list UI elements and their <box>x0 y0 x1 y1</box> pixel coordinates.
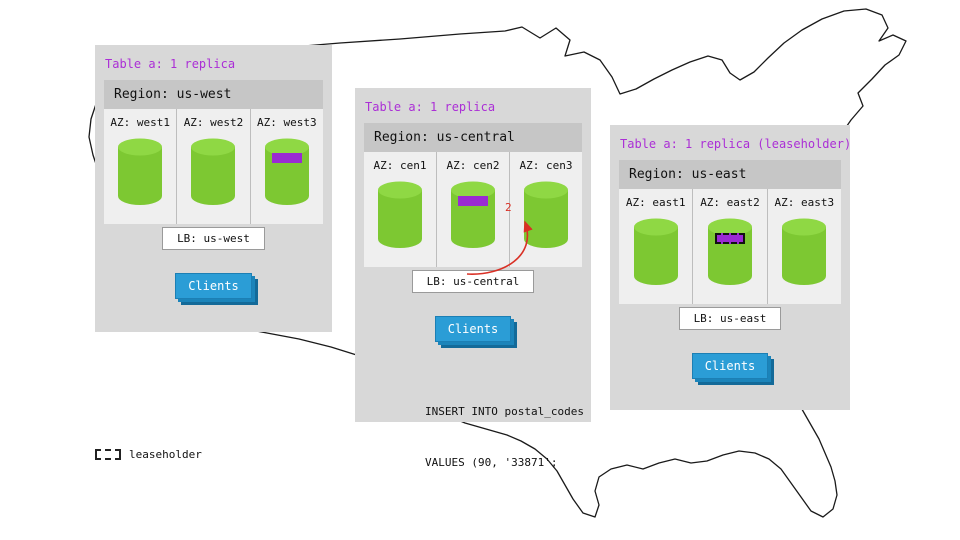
leaseholder-swatch-icon <box>95 449 121 460</box>
region-title: Region: us-west <box>104 80 323 109</box>
az-column: AZ: east2 <box>693 189 768 304</box>
az-column: AZ: east3 <box>768 189 841 304</box>
clients-button: Clients <box>175 273 252 299</box>
db-cylinder-icon <box>707 218 752 285</box>
db-cylinder-icon <box>524 181 568 248</box>
insert-arrow: 2 <box>466 201 533 275</box>
db-cylinder-icon <box>782 218 827 285</box>
az-column: AZ: west3 <box>251 109 323 224</box>
load-balancer-box: LB: us-central <box>411 270 535 293</box>
db-cylinder <box>633 218 679 286</box>
db-cylinder <box>117 138 163 206</box>
region-panel-us-east: Table a: 1 replica (leaseholder) Region:… <box>610 125 852 410</box>
lb-row: LB: us-east <box>610 307 850 330</box>
db-cylinder-icon <box>633 218 678 285</box>
table-replica-label: Table a: 1 replica (leaseholder) <box>620 137 852 151</box>
legend-label: leaseholder <box>129 448 202 461</box>
region-box: Region: us-west AZ: west1 AZ: west2 <box>104 80 323 224</box>
az-label: AZ: west2 <box>183 116 244 129</box>
lb-row: LB: us-central <box>355 270 591 293</box>
db-cylinder <box>190 138 236 206</box>
db-cylinder <box>450 181 496 249</box>
db-cylinder-icon <box>264 138 309 205</box>
sql-line: VALUES (90, '33871'; <box>425 456 558 470</box>
db-cylinder-icon <box>191 138 236 205</box>
sql-statement: INSERT INTO postal_codes VALUES (90, '33… <box>425 369 591 505</box>
clients-row: Clients <box>355 316 591 342</box>
lb-row: LB: us-west <box>95 227 332 250</box>
region-title: Region: us-central <box>364 123 582 152</box>
az-column: AZ: cen1 <box>364 152 437 267</box>
clients-button: Clients <box>691 353 769 379</box>
region-panel-us-central: Table a: 1 replica Region: us-central AZ… <box>355 88 591 469</box>
legend: leaseholder <box>95 448 202 461</box>
az-label: AZ: east3 <box>774 196 835 209</box>
region-panel-us-west: Table a: 1 replica Region: us-west AZ: w… <box>95 45 332 332</box>
leaseholder-range <box>714 233 745 244</box>
load-balancer-box: LB: us-west <box>162 227 265 250</box>
az-column: AZ: west2 <box>177 109 251 224</box>
table-replica-label: Table a: 1 replica <box>105 57 236 71</box>
az-column: AZ: cen2 <box>437 152 510 267</box>
clients-button: Clients <box>434 316 512 342</box>
az-label: AZ: east2 <box>700 196 760 209</box>
db-cylinder <box>264 138 310 206</box>
az-row: AZ: cen1 AZ: cen2 <box>364 152 582 267</box>
table-replica-label: Table a: 1 replica <box>365 100 496 114</box>
db-cylinder <box>707 218 753 286</box>
az-label: AZ: west1 <box>110 116 170 129</box>
clients-row: Clients <box>610 353 850 379</box>
az-row: AZ: east1 AZ: east2 <box>619 189 841 304</box>
db-cylinder <box>523 181 569 249</box>
az-column: AZ: cen3 <box>510 152 582 267</box>
load-balancer-box: LB: us-east <box>678 307 782 330</box>
az-row: AZ: west1 AZ: west2 AZ: <box>104 109 323 224</box>
region-box: Region: us-east AZ: east1 AZ: east2 <box>619 160 841 304</box>
az-label: AZ: east1 <box>625 196 686 209</box>
az-label: AZ: cen1 <box>373 159 427 172</box>
replica-range <box>271 153 302 163</box>
db-cylinder-icon <box>378 181 422 248</box>
region-title: Region: us-east <box>619 160 841 189</box>
replica-range <box>458 196 488 206</box>
db-cylinder-icon <box>118 138 163 205</box>
az-column: AZ: east1 <box>619 189 694 304</box>
az-label: AZ: west3 <box>257 116 317 129</box>
region-box: Region: us-central AZ: cen1 AZ: cen2 <box>364 123 582 267</box>
arrow-step-label: 2 <box>505 201 512 214</box>
clients-row: Clients <box>95 273 332 299</box>
db-cylinder <box>377 181 423 249</box>
az-label: AZ: cen3 <box>519 159 573 172</box>
az-column: AZ: west1 <box>104 109 178 224</box>
sql-line: INSERT INTO postal_codes <box>425 405 584 419</box>
db-cylinder <box>781 218 827 286</box>
az-label: AZ: cen2 <box>446 159 500 172</box>
